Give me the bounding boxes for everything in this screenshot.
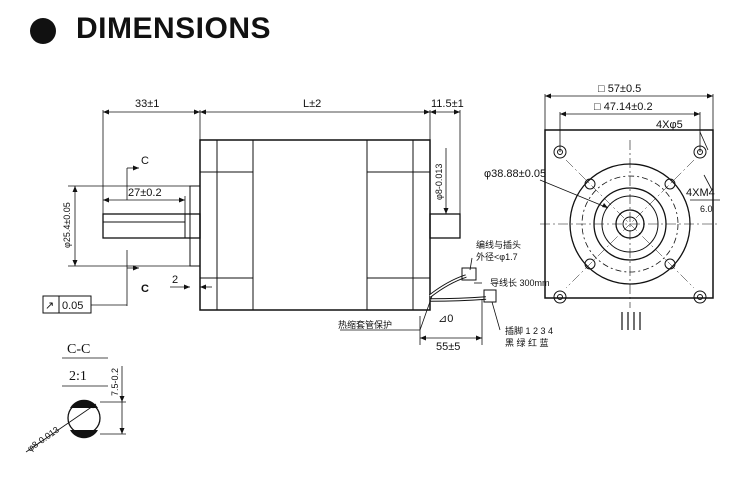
flange-square xyxy=(544,129,714,299)
cable-note-3: 导线长 300mm xyxy=(490,277,550,288)
tolerance-value: 0.05 xyxy=(62,300,83,312)
section-title: C-C xyxy=(67,342,90,357)
dim-boss-height: 2 xyxy=(172,274,178,286)
mount-hole xyxy=(693,290,707,304)
front-shaft xyxy=(102,213,201,239)
motor-body xyxy=(199,139,431,311)
dim-hole-spacing: □ 47.14±0.2 xyxy=(594,101,653,113)
front-boss xyxy=(189,185,201,267)
dim-square: □ 57±0.5 xyxy=(598,83,641,95)
section-dim-diameter: φ8-0.013 xyxy=(25,425,61,454)
dim-depth-2: 6.0 xyxy=(700,204,713,214)
dim-cable-length: 55±5 xyxy=(436,341,460,353)
dim-depth: 4XM4 xyxy=(686,187,715,199)
dim-rear-shaft: 11.5±1 xyxy=(431,98,464,110)
rear-shaft xyxy=(429,213,461,239)
dim-pilot-diameter: φ38.88±0.05 xyxy=(484,168,546,180)
front-view xyxy=(539,93,720,330)
dim-boss-diameter: φ25.4±0.05 xyxy=(62,202,72,248)
tolerance-symbol: ↗ xyxy=(45,300,54,312)
section-mark-top: C xyxy=(141,155,149,167)
heatshrink-note: 热缩套管保护 xyxy=(338,319,392,330)
side-view xyxy=(42,109,501,345)
header: DIMENSIONS xyxy=(0,0,750,60)
cable xyxy=(340,257,501,345)
dim-body-length: L±2 xyxy=(303,98,321,110)
bullet-icon xyxy=(30,18,56,44)
wire-colors: 黑 绿 红 蓝 xyxy=(505,337,549,348)
tolerance-frame xyxy=(42,295,92,314)
mount-hole xyxy=(693,145,707,159)
wire-pins: 插脚 1 2 3 4 xyxy=(505,325,553,336)
mount-hole xyxy=(553,290,567,304)
section-view xyxy=(25,357,126,453)
cable-tilt: ⊿0 xyxy=(438,313,453,325)
page-title: DIMENSIONS xyxy=(76,12,272,45)
dim-flat-length: 27±0.2 xyxy=(128,187,162,199)
section-mark-bottom: C xyxy=(141,283,149,295)
cable-note-2: 外径<φ1.7 xyxy=(476,251,518,262)
section-scale: 2:1 xyxy=(69,369,87,384)
dim-shaft-length: 33±1 xyxy=(135,98,159,110)
section-dim-flat: 7.5-0.2 xyxy=(110,368,120,396)
dim-rear-shaft-diameter: φ8-0.013 xyxy=(434,164,444,200)
dim-holes: 4Xφ5 xyxy=(656,119,683,131)
cable-note-1: 编线与插头 xyxy=(476,239,521,250)
mount-hole xyxy=(553,145,567,159)
